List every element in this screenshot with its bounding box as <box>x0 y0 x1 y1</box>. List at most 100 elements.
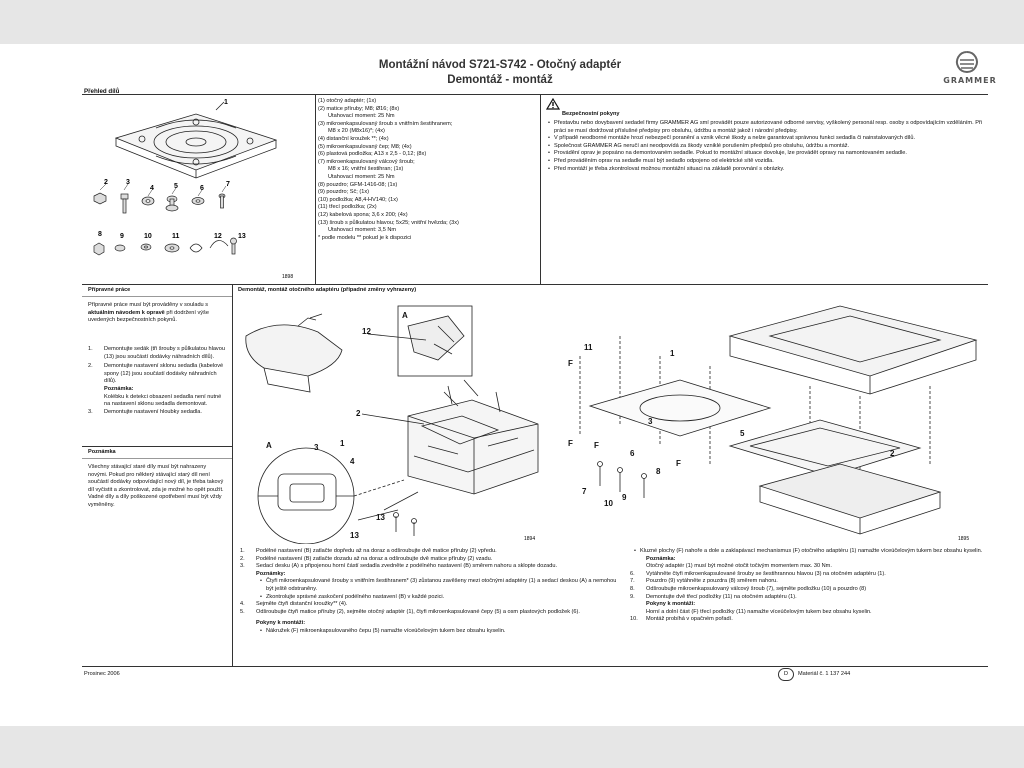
mount-instructions-left: 1.Podélné nastavení (B) zatlačte dopředu… <box>240 548 624 636</box>
prep-step: 1.Demontujte sedák (tři šrouby s půlkula… <box>88 346 225 360</box>
rule-parts-left <box>315 94 316 284</box>
fig2-number: 1895 <box>958 536 969 542</box>
mount-step: 2.Podélné nastavení (B) zatlačte dozadu … <box>240 555 493 562</box>
right-mount-text: Horní a dolní část (F) třecí podložky (1… <box>646 608 872 615</box>
mount-step: 1.Podélné nastavení (B) zatlačte dopředu… <box>240 548 497 554</box>
document-title: Montážní návod S721-S742 - Otočný adapté… <box>300 58 700 88</box>
language-badge: D <box>778 668 794 681</box>
parts-list-item: M8 x 20 (M8x16)*; (4x) <box>328 128 385 135</box>
notice-text: Všechny stávající staré díly musí být na… <box>88 464 224 508</box>
callout-9: 9 <box>120 233 124 240</box>
parts-list-item: Utahovací moment: 25 Nm <box>328 173 395 180</box>
callout-13-fig1: 13 <box>376 513 385 522</box>
warning-icon <box>546 98 560 110</box>
bottom-band <box>0 726 1024 768</box>
callout-1: 1 <box>224 99 228 106</box>
callout-12: 12 <box>214 233 222 240</box>
prep-heading: Přípravné práce <box>88 287 131 293</box>
notice-heading-rule <box>82 458 232 459</box>
mount-note-item: •Zkontrolujte správné zaskočení podélnéh… <box>260 593 445 600</box>
notice-heading: Poznámka <box>88 449 116 455</box>
mount-notes-label: Poznámky: <box>256 570 286 577</box>
callout-12-fig1: 12 <box>362 327 371 336</box>
parts-list-item: (9) pouzdro; Sč; (1x) <box>318 189 369 196</box>
fig1-number: 1894 <box>524 536 535 542</box>
parts-overview-figure: 2 3 4 5 6 7 1 8 9 10 11 12 13 1898 <box>86 98 310 282</box>
label-F-2: F <box>568 439 573 448</box>
mount-heading: Demontáž, montáž otočného adaptéru (příp… <box>238 287 417 293</box>
safety-item: •Společnost GRAMMER AG neručí ani neodpo… <box>548 142 850 149</box>
callout-7: 7 <box>226 181 230 188</box>
safety-item: •Před montáží je třeba zkontrolovat možn… <box>548 165 785 172</box>
callout-7-fig2: 7 <box>582 487 587 496</box>
mount-step: 9.Demontujte dvě třecí podložky (11) na … <box>630 593 797 600</box>
callout-6-fig2: 6 <box>630 449 635 458</box>
title-line-1: Montážní návod S721-S742 - Otočný adapté… <box>378 59 622 71</box>
parts-list-item: (2) matice příruby; M8; Ø16; (8x) <box>318 105 400 112</box>
prep-intro: Přípravné práce musí být prováděny v sou… <box>88 302 209 324</box>
callout-9-fig2: 9 <box>622 493 627 502</box>
callout-4-fig1: 4 <box>350 457 355 466</box>
rule-bottom <box>82 666 988 667</box>
seat-exploded-figure-2: F F F F 1 11 3 6 8 9 10 7 5 2 1895 <box>560 296 988 544</box>
parts-list-item: (12) kabelová spona; 3,6 x 200; (4x) <box>318 211 408 218</box>
callout-6: 6 <box>200 185 204 192</box>
prep-heading-rule <box>82 296 232 297</box>
prep-note: Poznámka: Kolébku k detekci obsazení sed… <box>104 385 222 408</box>
mount-note-item: •Čtyři mikroenkapsulované šrouby s vnitř… <box>260 578 617 592</box>
callout-2: 2 <box>104 179 108 186</box>
parts-list-item: (6) plastová podložka; A13 x 2,5 - 0,12;… <box>318 151 427 158</box>
parts-list-item: (13) šroub s půlkulatou hlavou; 5x25; vn… <box>318 219 459 226</box>
callout-10-fig2: 10 <box>604 499 613 508</box>
callout-5: 5 <box>174 183 178 190</box>
overview-heading: Přehled dílů <box>84 88 120 95</box>
callout-2-fig1: 2 <box>356 409 361 418</box>
mount-step: 8.Odšroubujte mikroenkapsulovaný válcový… <box>630 585 867 592</box>
right-note-text: Otočný adaptér (1) musí být možné otočit… <box>646 563 832 570</box>
mount-step: 5.Odšroubujte čtyři matice příruby (2), … <box>240 608 580 615</box>
label-F-4: F <box>676 459 681 468</box>
safety-heading: Bezpečnostní pokyny <box>562 111 620 117</box>
parts-list-item: Utahovací moment: 3,5 Nm <box>328 227 397 234</box>
callout-11: 11 <box>172 233 180 240</box>
overview-figure-number: 1898 <box>282 274 293 280</box>
callout-11-fig2: 11 <box>584 343 593 352</box>
callout-3: 3 <box>126 179 130 186</box>
mount-guide-item: •Nákružek (F) mikroenkapsulovaného čepu … <box>260 627 506 634</box>
grammer-logo <box>946 50 988 78</box>
safety-item: •V případě neodborné montáže hrozí nebez… <box>548 135 916 142</box>
label-F-1: F <box>568 359 573 368</box>
rule-mid <box>82 284 988 285</box>
rule-left-notice <box>82 446 232 447</box>
callout-8: 8 <box>98 231 102 238</box>
seat-exploded-figure-1: A A 12 2 1 4 13 3 13 1894 <box>238 296 550 544</box>
rule-parts-right <box>540 94 541 284</box>
rule-top <box>82 94 988 95</box>
parts-list-item: (5) mikroenkapsulovaný čep; M8; (4x) <box>318 143 412 150</box>
grease-instruction: •Kluzné plochy (F) nahoře a dole a zakla… <box>634 548 983 554</box>
prep-steps: 1.Demontujte sedák (tři šrouby s půlkula… <box>88 346 228 416</box>
label-A-inset: A <box>402 311 408 320</box>
callout-5-fig2: 5 <box>740 429 745 438</box>
footer-date: Prosinec 2006 <box>84 671 120 677</box>
parts-list-item: Utahovací moment: 25 Nm <box>328 113 395 120</box>
rule-left-col <box>232 284 233 666</box>
parts-list-item: (3) mikroenkapsulovaný šroub s vnitřním … <box>318 120 453 127</box>
brand-name: GRAMMER <box>943 76 997 85</box>
callout-4: 4 <box>150 185 154 192</box>
callout-8-fig2: 8 <box>656 467 661 476</box>
label-F-3: F <box>594 441 599 450</box>
callout-10: 10 <box>144 233 152 240</box>
right-mount-label: Pokyny k montáži: <box>646 601 696 608</box>
mount-guide-label: Pokyny k montáži: <box>256 620 306 627</box>
parts-list-item: (1) otočný adaptér; (1x) <box>318 98 377 104</box>
parts-list-item: (7) mikroenkapsulovaný válcový šroub; <box>318 158 415 165</box>
label-A-detail: A <box>266 441 272 450</box>
safety-item: •Před prováděním oprav na sedadle musí b… <box>548 157 774 164</box>
parts-list-item: (4) distanční kroužek **; (4x) <box>318 135 389 142</box>
callout-1-fig2: 1 <box>670 349 675 358</box>
safety-item: •Přestavbu nebo dovybavení sedadel firmy… <box>548 120 983 134</box>
parts-list-item: (11) třecí podložka; (2x) <box>318 204 377 211</box>
prep-step: 3.Demontujte nastavení hloubky sedadla. <box>88 408 202 415</box>
safety-list: •Přestavbu nebo dovybavení sedadel firmy… <box>544 120 986 173</box>
